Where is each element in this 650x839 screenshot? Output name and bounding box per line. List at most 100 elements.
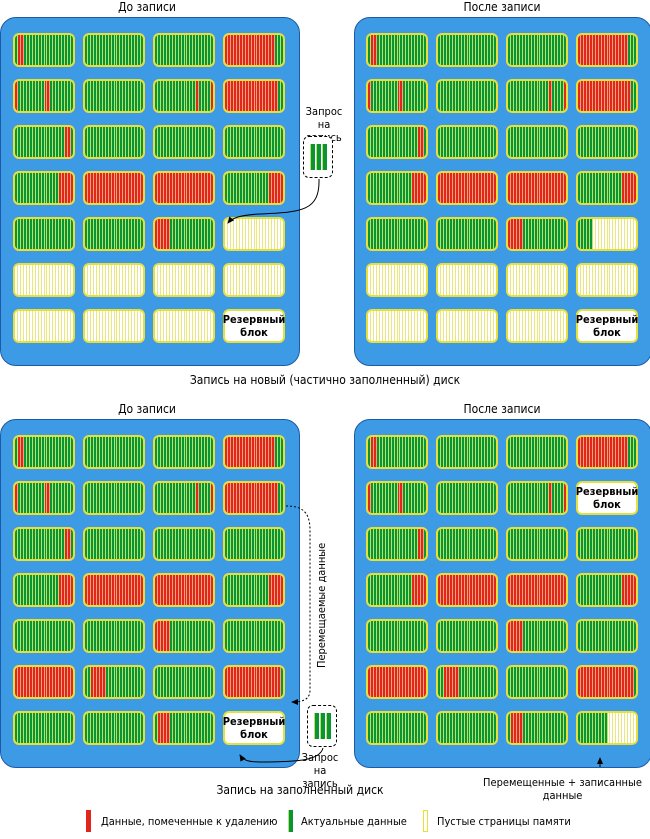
memory-page [625,81,629,111]
memory-page [549,127,553,157]
memory-page [379,713,383,743]
memory-page [522,35,526,65]
memory-page [266,621,270,651]
memory-page [525,621,529,651]
memory-page [555,667,559,697]
memory-page [610,81,614,111]
memory-page [494,575,496,605]
memory-page [589,127,593,157]
memory-page [90,483,94,513]
memory-page [424,35,426,65]
memory-page [476,35,480,65]
memory-page [99,127,103,157]
memory-page [123,311,127,341]
memory-page [278,81,282,111]
memory-page [53,713,57,743]
memory-page [257,621,261,651]
memory-page [20,173,24,203]
memory-block [576,619,638,653]
memory-page [251,437,255,467]
memory-page [166,127,170,157]
memory-page [616,575,620,605]
memory-page [236,35,240,65]
memory-page [196,311,200,341]
memory-page [510,483,514,513]
memory-page [157,173,161,203]
memory-page [440,437,444,467]
memory-page [178,667,182,697]
memory-page [385,35,389,65]
memory-page [254,127,258,157]
memory-page [272,483,276,513]
memory-page [135,127,139,157]
memory-page [412,173,416,203]
memory-page [85,483,88,513]
memory-page [412,81,416,111]
memory-page [510,127,514,157]
memory-page [169,713,173,743]
memory-page [184,575,188,605]
memory-page [120,713,124,743]
memory-page [196,713,200,743]
memory-page [513,265,517,295]
memory-page [114,219,118,249]
memory-page [166,311,170,341]
memory-page [452,35,456,65]
memory-page [561,219,565,249]
memory-page [87,35,91,65]
memory-page [476,219,480,249]
memory-page [601,529,605,559]
memory-page [370,219,374,249]
legend-swatch-actual [288,810,293,832]
memory-page [114,265,118,295]
memory-page [65,529,69,559]
memory-page [102,575,106,605]
memory-page [409,311,413,341]
memory-page [108,575,112,605]
memory-page [461,127,465,157]
memory-page [281,483,283,513]
memory-page [558,713,562,743]
memory-page [613,35,617,65]
memory-block [506,619,568,653]
memory-page [415,127,419,157]
memory-page [184,483,188,513]
memory-page [412,621,416,651]
memory-page [187,35,191,65]
memory-page [23,219,27,249]
memory-page [406,219,410,249]
memory-page [583,81,587,111]
memory-page [494,127,496,157]
memory-page [126,219,130,249]
memory-page [245,483,249,513]
memory-page [53,219,57,249]
memory-page [482,173,486,203]
memory-page [613,529,617,559]
memory-page [157,483,161,513]
memory-page [35,219,39,249]
memory-page [598,621,602,651]
memory-page [479,529,483,559]
memory-page [461,81,465,111]
memory-page [129,437,133,467]
memory-page [634,173,636,203]
memory-page [157,437,161,467]
memory-page [99,667,103,697]
memory-page [157,575,161,605]
memory-page [388,173,392,203]
memory-page [397,483,401,513]
memory-page [199,265,203,295]
memory-page [71,437,73,467]
memory-page [470,437,474,467]
memory-page [595,265,599,295]
memory-page [558,621,562,651]
memory-page [56,575,60,605]
memory-page [23,483,27,513]
memory-page [108,265,112,295]
memory-page [595,127,599,157]
memory-page [455,311,459,341]
memory-page [251,35,255,65]
memory-page [391,81,395,111]
memory-page [470,219,474,249]
memory-page [71,173,73,203]
